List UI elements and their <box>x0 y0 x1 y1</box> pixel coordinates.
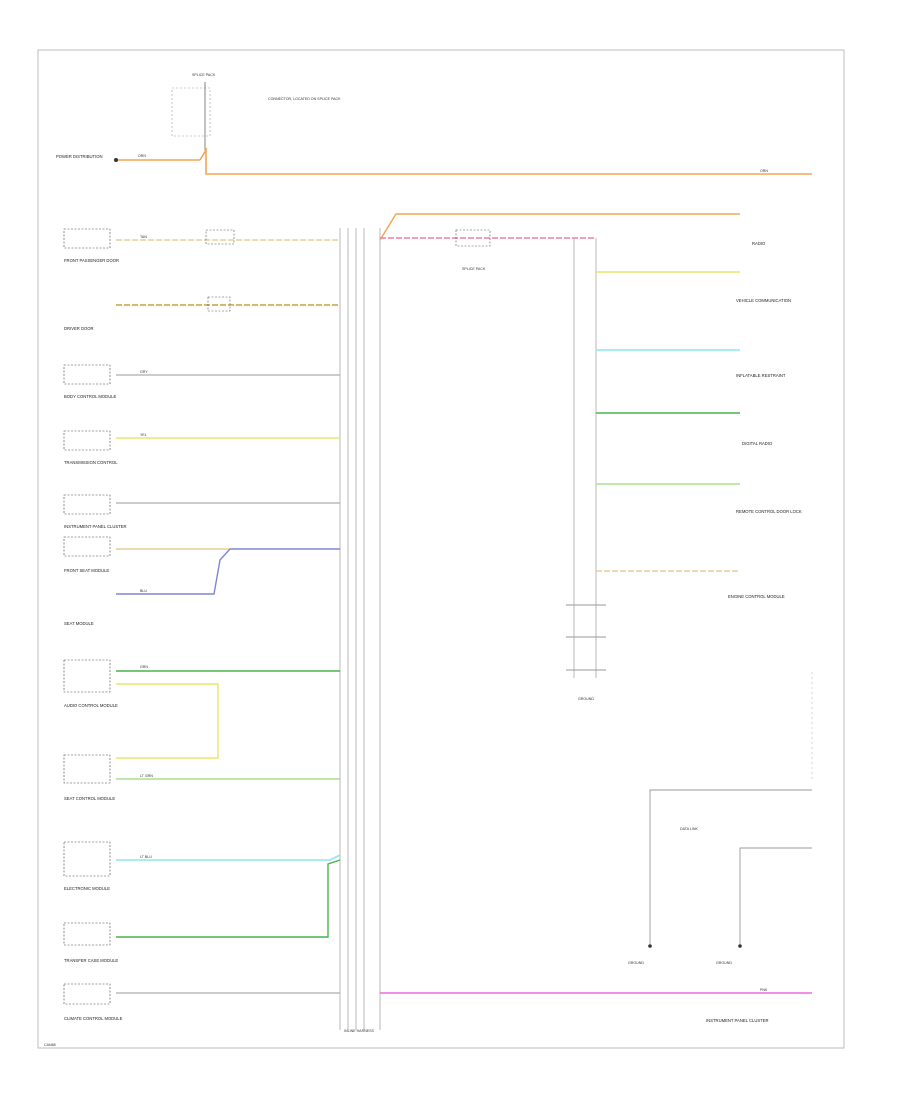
wire-tag-lightgreen-1: LT GRN <box>140 774 153 778</box>
right-module-label-1: RADIO <box>752 241 766 246</box>
module-box-8 <box>63 841 111 877</box>
module-box-5 <box>63 536 111 557</box>
wire-tag-green-1: GRN <box>140 665 148 669</box>
ground-terminal-1 <box>648 944 652 948</box>
ground-right-label: GROUND <box>628 961 644 965</box>
wire-tag-pink-bottom: PNK <box>760 988 768 992</box>
wire-blue-1 <box>116 548 340 595</box>
module-label-3: BODY CONTROL MODULE <box>64 394 117 399</box>
module-label-2: DRIVER DOOR <box>64 326 94 331</box>
right-module-label-4: DIGITAL RADIO <box>742 441 773 446</box>
bottom-right-note: INSTRUMENT PANEL CLUSTER <box>706 1018 769 1023</box>
module-box-2 <box>63 364 111 385</box>
module-label-1: FRONT PASSENGER DOOR <box>64 258 119 263</box>
wire-tag-gray-1: GRY <box>140 370 148 374</box>
right-module-label-2: VEHICLE COMMUNICATION <box>736 298 791 303</box>
left-module-labels: FRONT PASSENGER DOOR DRIVER DOOR BODY CO… <box>64 258 127 1021</box>
wire-tag-blue-1: BLU <box>140 589 147 593</box>
orange-feed-tag-right: ORN <box>760 169 768 173</box>
right-module-label-3: INFLATABLE RESTRAINT <box>736 373 786 378</box>
orange-feed-main <box>199 147 812 175</box>
data-link-label: DATA LINK <box>680 827 698 831</box>
wire-tag-yellow-1: YEL <box>140 433 147 437</box>
module-box-9 <box>63 922 111 946</box>
bus-lines: INLINE HARNESS <box>339 228 597 1033</box>
module-box-4 <box>63 494 111 515</box>
module-box-7 <box>63 754 111 784</box>
wire-tag-tan-1: TAN <box>140 235 147 239</box>
module-label-4: TRANSMISSION CONTROL <box>64 460 118 465</box>
wire-yellow-loop <box>116 683 219 759</box>
power-source-label: POWER DISTRIBUTION <box>56 154 103 159</box>
inline-connector-2 <box>207 296 231 312</box>
wire-green-2 <box>116 859 341 938</box>
module-label-11: TRANSFER CASE MODULE <box>64 958 118 963</box>
module-label-9: SEAT CONTROL MODULE <box>64 796 115 801</box>
module-label-10: ELECTRONIC MODULE <box>64 886 110 891</box>
module-box-1 <box>63 228 111 249</box>
right-wires: PNK <box>380 271 812 994</box>
module-box-3 <box>63 430 111 451</box>
top-note-label: CONNECTOR, LOCATED ON SPLICE PACK <box>268 97 341 101</box>
module-label-7: SEAT MODULE <box>64 621 94 626</box>
ground-terminal-2 <box>738 944 742 948</box>
ground-wire-1 <box>649 789 812 944</box>
module-label-8: AUDIO CONTROL MODULE <box>64 703 118 708</box>
orange-jumper <box>379 213 740 241</box>
right-module-label-6: ENGINE CONTROL MODULE <box>728 594 785 599</box>
wire-cyan-1 <box>116 854 341 861</box>
module-box-10 <box>63 983 111 1005</box>
right-module-labels: RADIO VEHICLE COMMUNICATION INFLATABLE R… <box>728 241 802 599</box>
inline-harness-label: INLINE HARNESS <box>344 1029 375 1033</box>
top-splice-group: SPLICE PACK CONNECTOR, LOCATED ON SPLICE… <box>171 73 341 150</box>
top-splice-box <box>171 87 211 137</box>
left-module-boxes <box>63 228 111 1005</box>
corner-code: CAN88 <box>44 1043 56 1047</box>
right-module-label-5: REMOTE CONTROL DOOR LOCK <box>736 509 802 514</box>
ground-left-label: GROUND <box>578 697 594 701</box>
module-label-12: CLIMATE CONTROL MODULE <box>64 1016 123 1021</box>
splice-pack-label: SPLICE PACK <box>462 267 486 271</box>
lower-right-ground: GROUND GROUND DATA LINK INSTRUMENT PANEL… <box>628 672 813 1023</box>
left-wires: TAN GRY YEL BLU GRN LT GRN LT BLU <box>116 229 341 994</box>
inline-connector-3 <box>455 229 491 247</box>
inline-connector-1 <box>205 229 235 245</box>
orange-feed-terminal <box>114 158 118 162</box>
orange-feed: POWER DISTRIBUTION ORN ORN <box>56 147 812 175</box>
module-label-6: FRONT SEAT MODULE <box>64 568 109 573</box>
wire-tag-cyan-1: LT BLU <box>140 855 152 859</box>
orange-feed-tag: ORN <box>138 154 146 158</box>
module-box-6 <box>63 659 111 693</box>
ground-right-label-2: GROUND <box>716 961 732 965</box>
ground-wire-2 <box>739 847 812 944</box>
diagram-frame <box>37 49 845 1049</box>
center-splice-group: SPLICE PACK GROUND <box>380 229 596 701</box>
top-splice-label: SPLICE PACK <box>192 73 216 77</box>
module-label-5: INSTRUMENT PANEL CLUSTER <box>64 524 127 529</box>
